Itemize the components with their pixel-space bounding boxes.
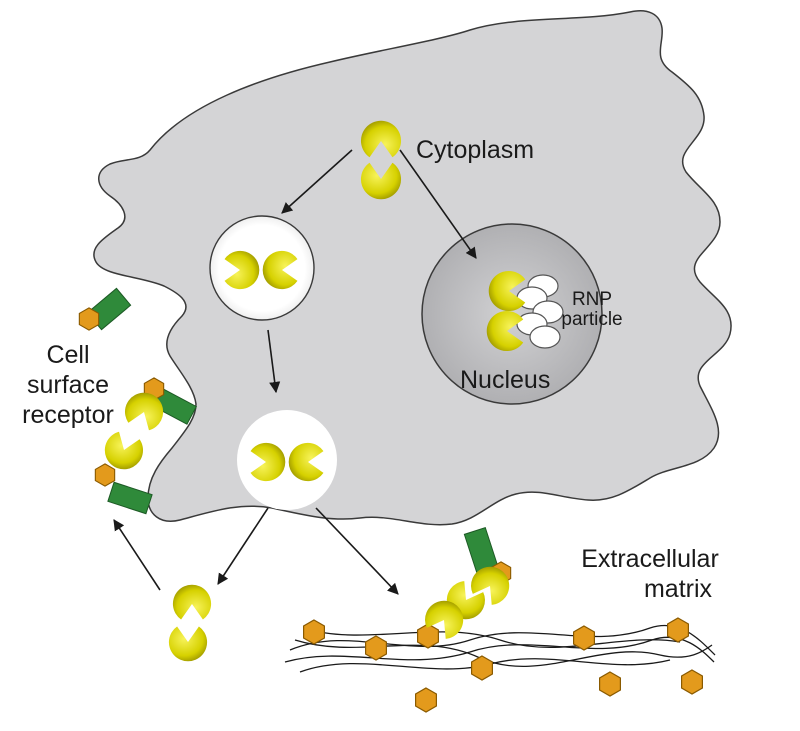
receptor-label-line3: receptor: [22, 401, 114, 429]
vesicle-lower: [237, 410, 337, 510]
ecm-label: Extracellular matrix: [570, 544, 730, 604]
rnp-particle-icon: [486, 270, 564, 352]
arrow-icon: [113, 149, 477, 595]
rnp-label-line2: particle: [561, 308, 623, 330]
rnp-label-line1: RNP: [571, 289, 613, 310]
rnp-label: RNP particle: [560, 290, 624, 330]
cell-membrane: [93, 10, 732, 526]
fiber-icon: [284, 624, 716, 673]
matrix-receptor: [419, 526, 517, 643]
vesicle-upper: [209, 215, 315, 321]
receptor-label: Cell surface receptor: [18, 340, 118, 430]
receptor-icon: [78, 287, 198, 515]
receptor-label-line2: surface: [27, 371, 109, 399]
cytoplasm-label: Cytoplasm: [416, 136, 535, 164]
ecm-label-line1: Extracellular: [581, 545, 719, 573]
ecm-label-line2: matrix: [643, 575, 713, 603]
released-dimer: [168, 584, 212, 662]
receptor-label-line1: Cell: [46, 341, 90, 369]
nucleus-label: Nucleus: [460, 366, 551, 394]
